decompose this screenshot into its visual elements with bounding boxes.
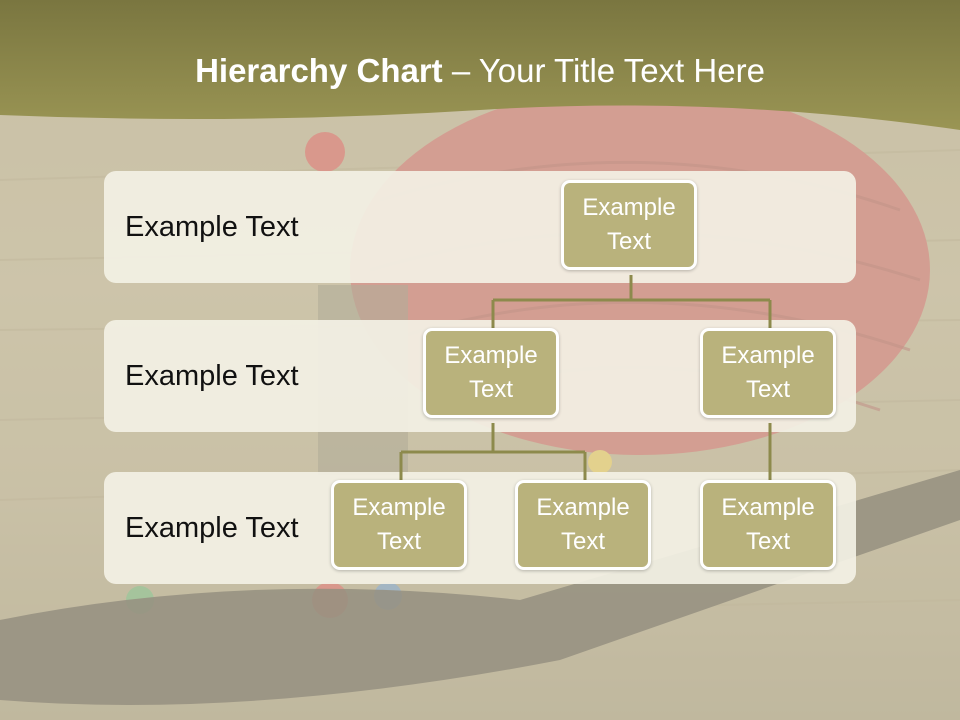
level-label-3: Example Text [125, 512, 299, 544]
title-rest: – Your Title Text Here [442, 52, 765, 89]
header-banner [0, 0, 960, 130]
node-root[interactable]: Example Text [561, 180, 697, 270]
level-band-1: Example Text [104, 171, 856, 283]
node-leaf-1[interactable]: Example Text [331, 480, 467, 570]
level-label-2: Example Text [125, 360, 299, 392]
node-leaf-2[interactable]: Example Text [515, 480, 651, 570]
node-mid-left[interactable]: Example Text [423, 328, 559, 418]
slide-title: Hierarchy Chart – Your Title Text Here [0, 52, 960, 90]
node-leaf-3[interactable]: Example Text [700, 480, 836, 570]
node-mid-right[interactable]: Example Text [700, 328, 836, 418]
title-bold: Hierarchy Chart [195, 52, 443, 89]
level-label-1: Example Text [125, 211, 299, 243]
